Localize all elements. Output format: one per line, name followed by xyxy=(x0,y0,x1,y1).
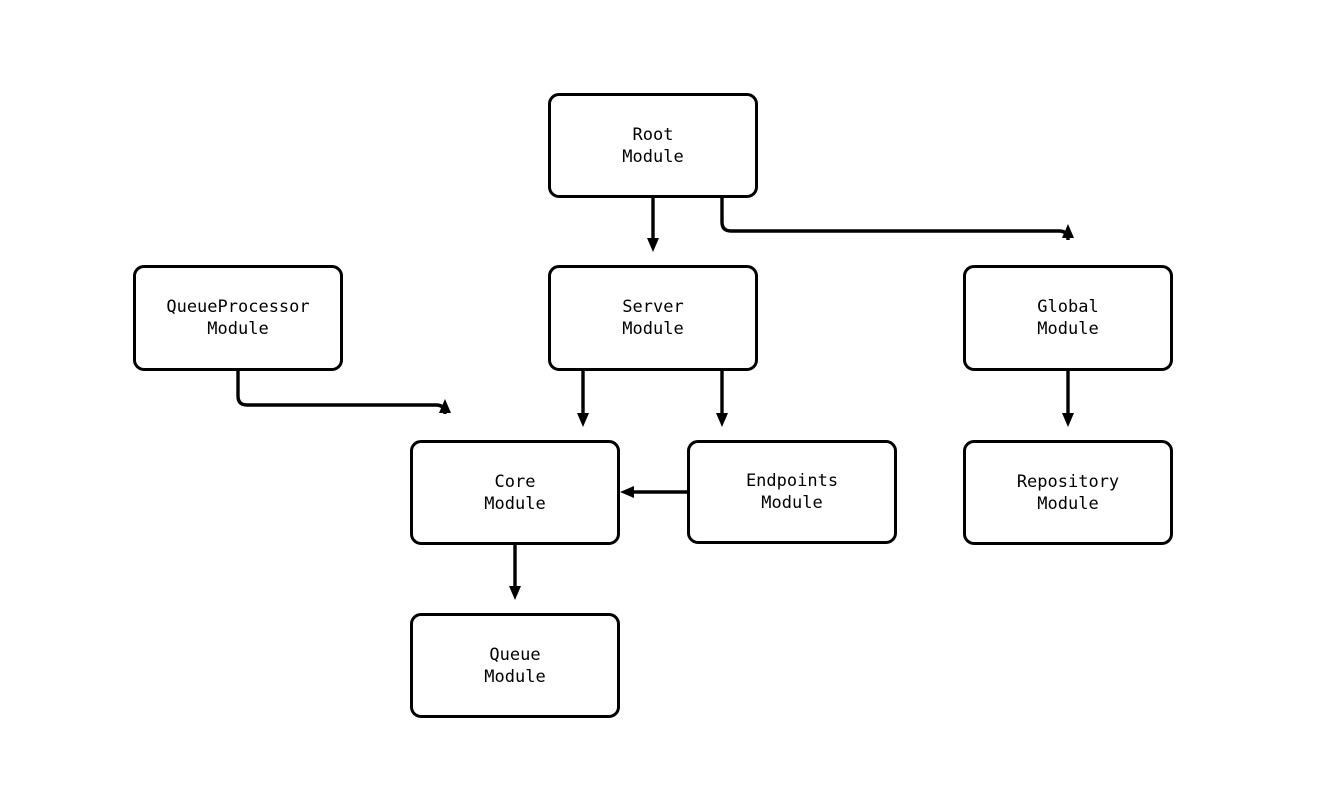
node-queue[interactable]: Queue Module xyxy=(410,613,620,718)
node-root-label: Root Module xyxy=(622,124,684,167)
node-root[interactable]: Root Module xyxy=(548,93,758,198)
node-endpoints-label: Endpoints Module xyxy=(745,471,839,513)
node-repository-label: Repository Module xyxy=(1016,471,1120,514)
node-server[interactable]: Server Module xyxy=(548,265,758,371)
node-core[interactable]: Core Module xyxy=(410,440,620,545)
node-endpoints[interactable]: Endpoints Module xyxy=(687,440,897,544)
node-core-label: Core Module xyxy=(484,471,546,514)
node-queueprocessor[interactable]: QueueProcessor Module xyxy=(133,265,343,371)
node-queue-label: Queue Module xyxy=(484,644,546,687)
edge-root-to-global xyxy=(720,198,1074,241)
edge-queueprocessor-to-core xyxy=(236,371,451,415)
node-server-label: Server Module xyxy=(622,297,684,339)
node-queueprocessor-label: QueueProcessor Module xyxy=(166,297,310,339)
node-global-label: Global Module xyxy=(1037,297,1099,339)
node-repository[interactable]: Repository Module xyxy=(963,440,1173,545)
node-global[interactable]: Global Module xyxy=(963,265,1173,371)
